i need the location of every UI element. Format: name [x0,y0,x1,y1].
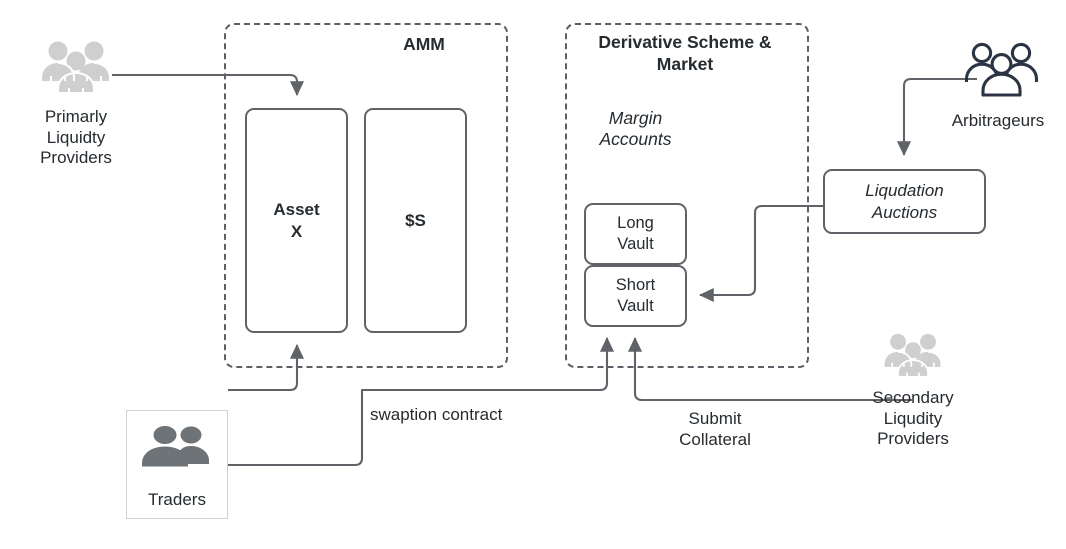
three-people-outline-icon [964,40,1040,100]
box-asset-x-label: Asset X [273,200,320,241]
actor-secondary-lp-label: Secondary Liqudity Providers [872,388,954,449]
actor-primary-lp-label: Primarly Liquidty Providers [40,107,112,168]
edge-traders-to-short-vault [228,336,615,467]
group-derivative-scheme-label: Derivative Scheme & Market [598,32,772,75]
box-long-vault-label: Long Vault [617,214,654,253]
box-asset-x[interactable]: Asset X [245,108,348,333]
three-people-icon-secondary [883,332,943,380]
group-amm [224,23,508,368]
edge-traders-to-asset-x [228,343,305,392]
box-liqudation-auctions-label: Liqudation Auctions [865,181,944,222]
group-derivative-scheme [565,23,809,368]
two-people-icon [139,424,215,470]
edge-arbitrageurs-to-liqudation-auctions [896,77,977,157]
margin-accounts-label: Margin Accounts [599,108,672,150]
edge-label-submit-collateral: Submit Collateral [679,409,751,449]
three-people-icon-primary [40,40,112,96]
card-traders-label: Traders [148,490,206,509]
actor-arbitrageurs-label: Arbitrageurs [951,111,1045,130]
group-amm-label: AMM [403,34,445,54]
box-short-vault[interactable]: Short Vault [584,265,687,327]
edge-primary-lp-to-asset-x [112,73,305,97]
box-short-vault-label: Short Vault [615,276,656,315]
box-stable-label: $S [405,210,426,230]
box-long-vault[interactable]: Long Vault [584,203,687,265]
edge-secondary-lp-to-short-vault [627,336,912,402]
edge-liqudation-auctions-to-short-vault [698,204,823,303]
box-stable[interactable]: $S [364,108,467,333]
edge-label-swaption-contract: swaption contract [370,405,503,424]
box-liqudation-auctions[interactable]: Liqudation Auctions [823,169,986,234]
